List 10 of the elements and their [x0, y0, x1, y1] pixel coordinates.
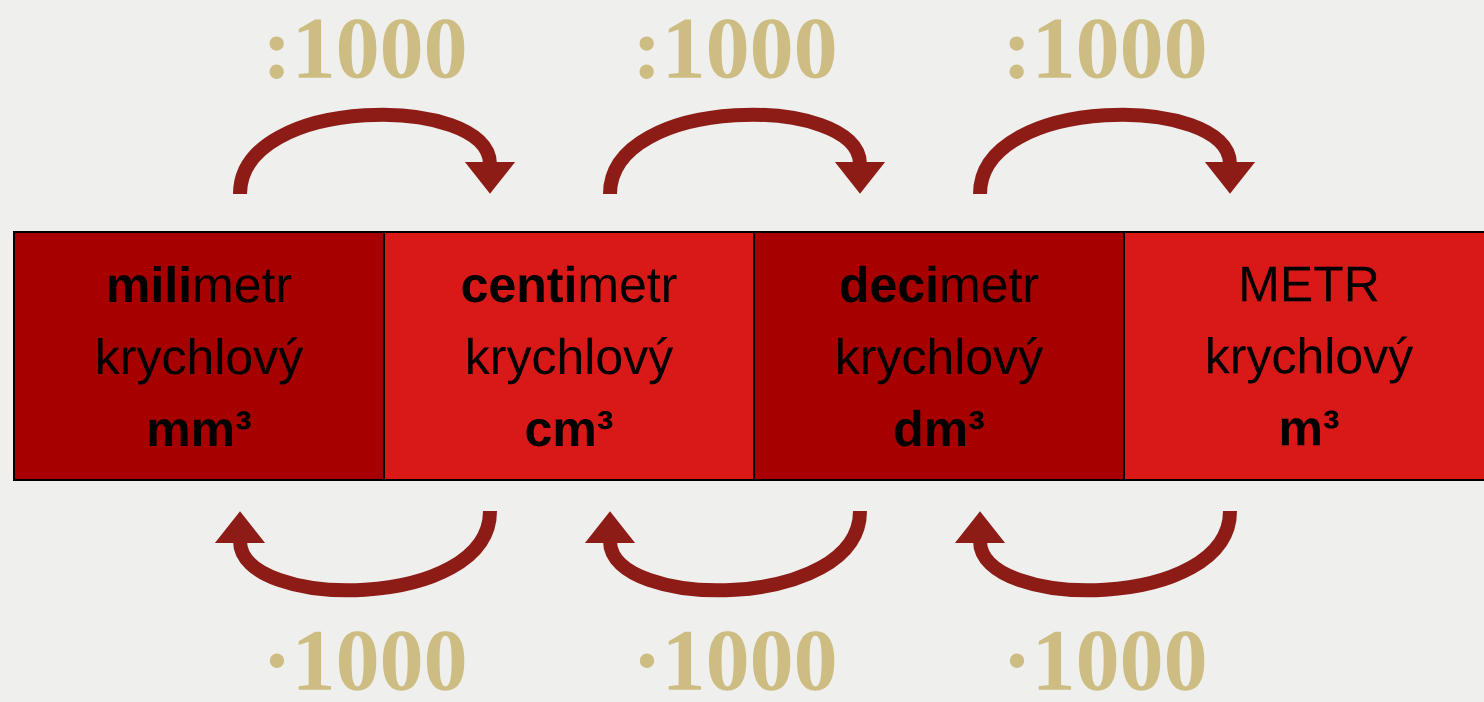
unit-box: METR krychlový m³ — [1123, 231, 1484, 481]
unit-box: decimetr krychlový dm³ — [753, 231, 1125, 481]
unit-box: centimetr krychlový cm³ — [383, 231, 755, 481]
edge-label: :1000 — [1009, 19, 1205, 79]
edge-label: :1000 — [639, 19, 835, 79]
edge-label: ·1000 — [1009, 631, 1205, 691]
edge-label: :1000 — [269, 19, 465, 79]
edge-label: ·1000 — [639, 631, 835, 691]
edge-label: ·1000 — [269, 631, 465, 691]
unit-box: milimetr krychlový mm³ — [13, 231, 385, 481]
